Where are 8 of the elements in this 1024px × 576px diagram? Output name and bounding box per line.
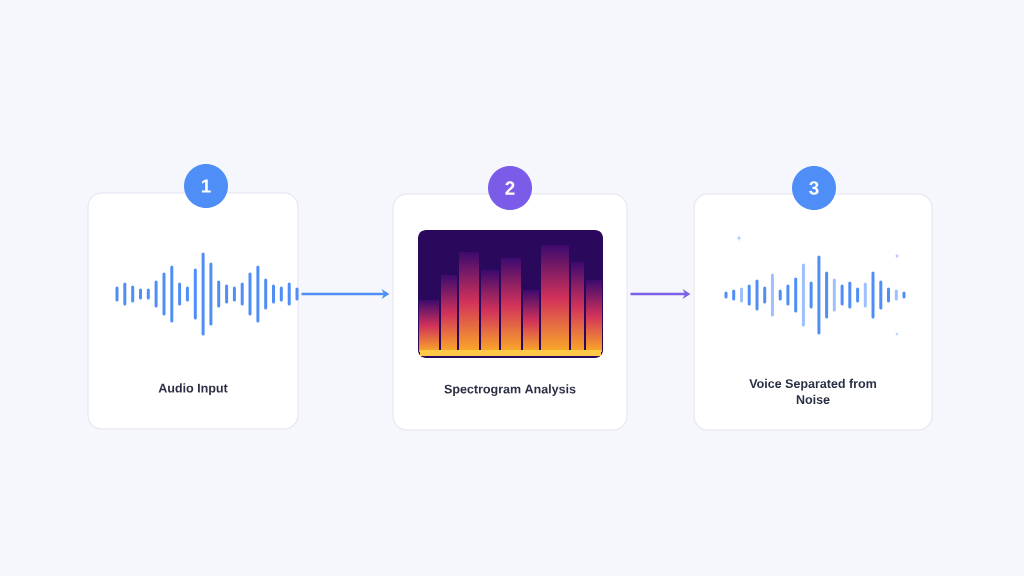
step-number-badge: 2 <box>488 166 532 210</box>
step-label: Spectrogram Analysis <box>444 384 576 396</box>
step-label: Audio Input <box>158 383 228 395</box>
step-card <box>693 193 933 431</box>
step-number-badge: 1 <box>184 164 228 208</box>
step-number-badge: 3 <box>792 166 836 210</box>
step-label: Voice Separated from Noise <box>749 378 876 404</box>
step-card <box>87 192 299 430</box>
